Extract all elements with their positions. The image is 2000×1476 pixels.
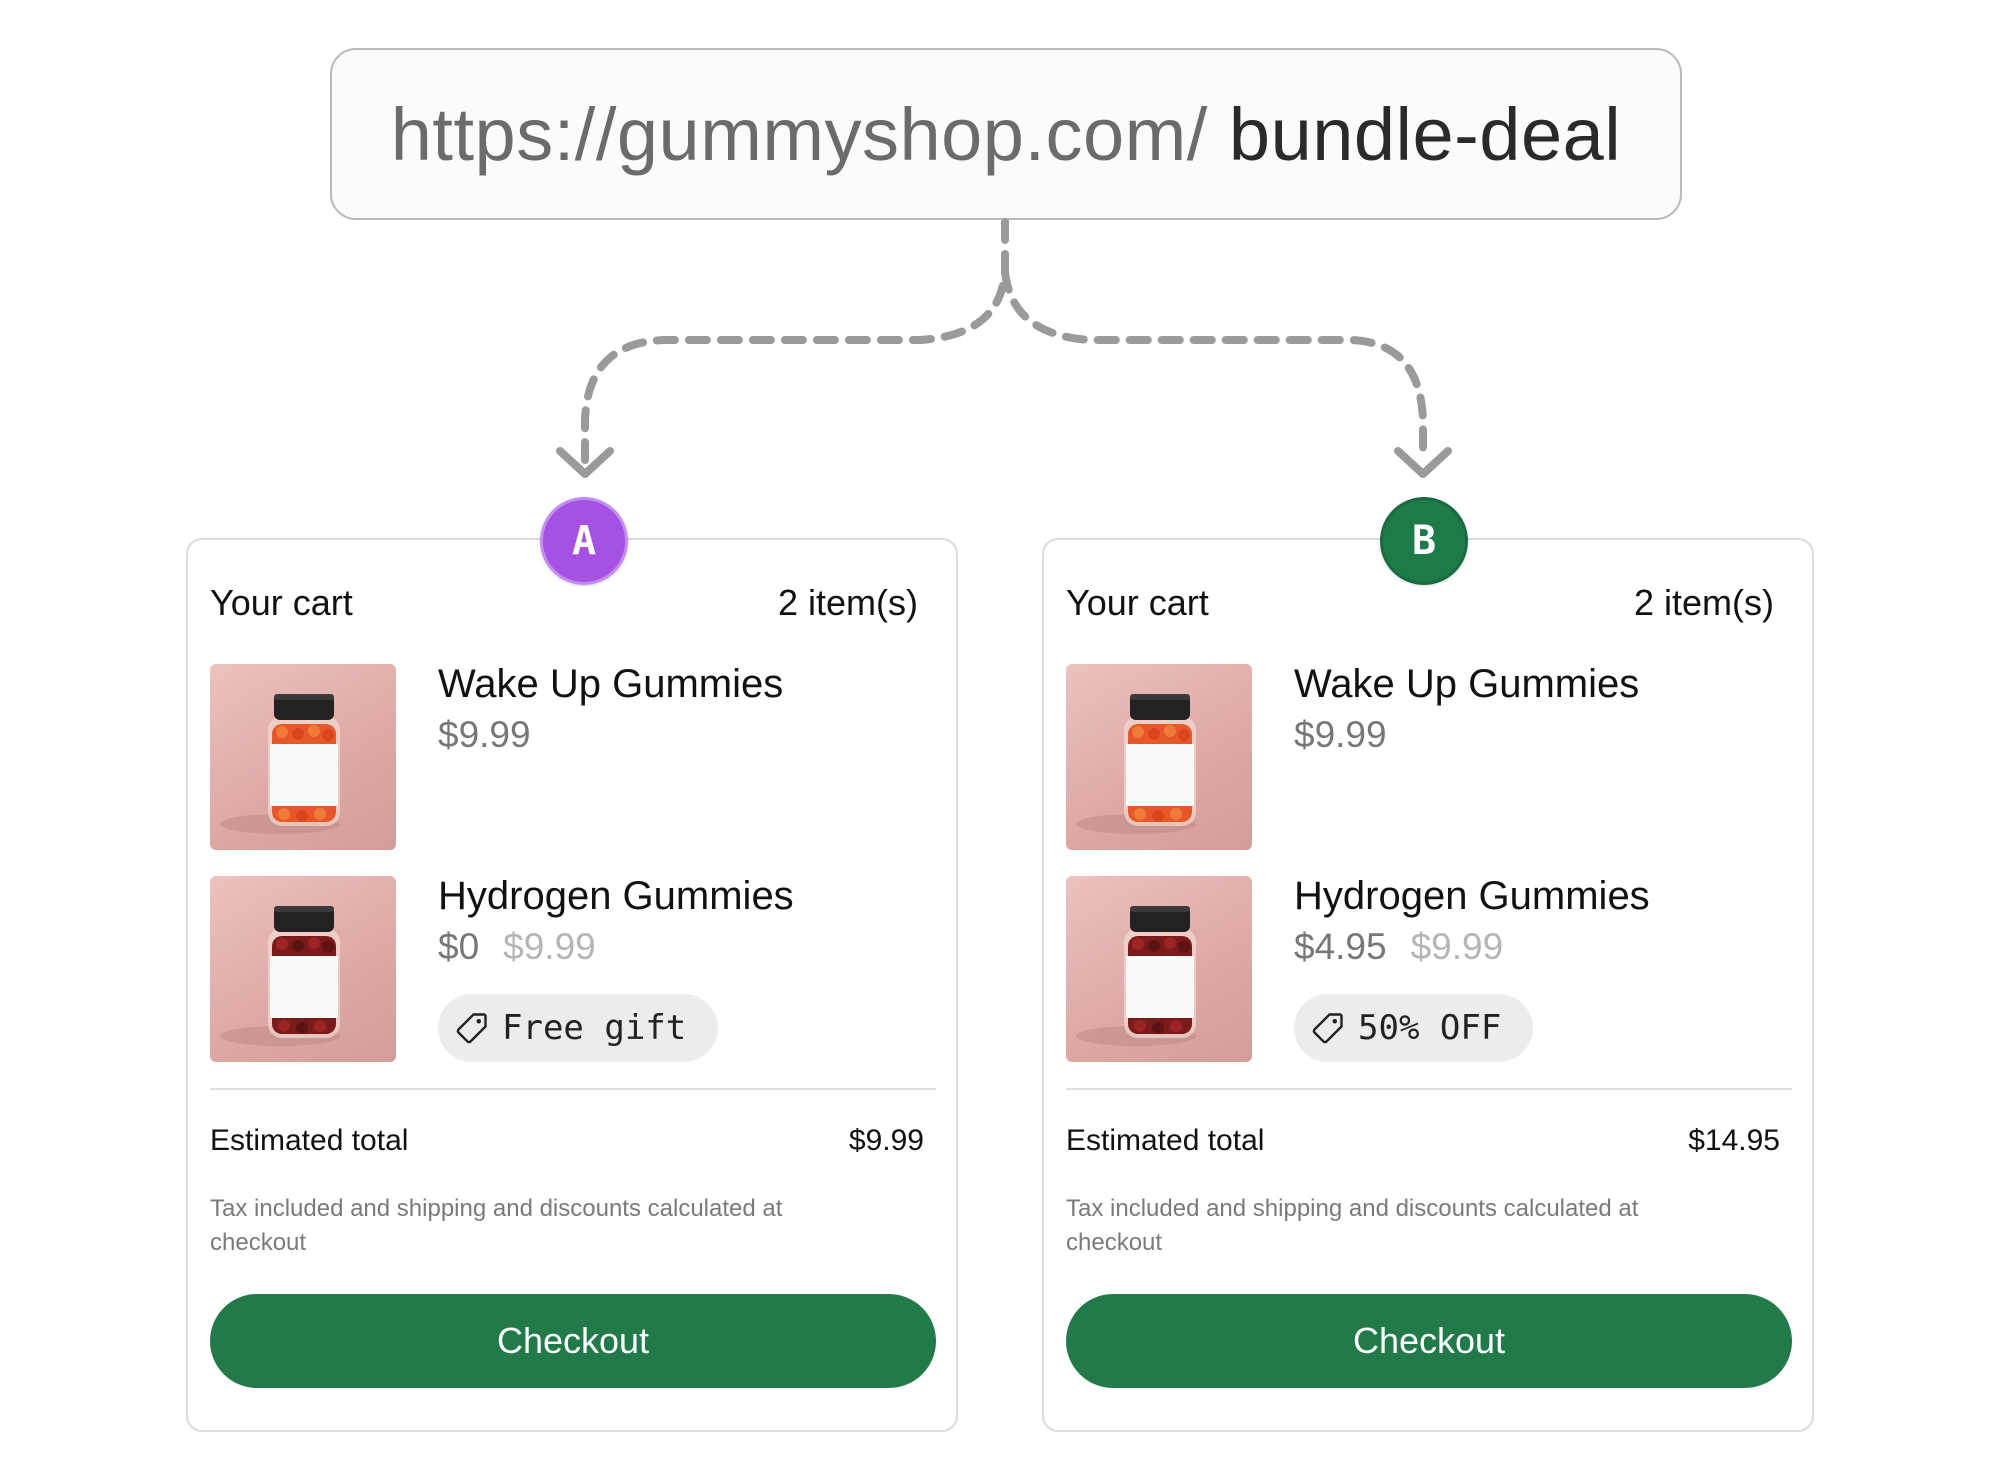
- item-price: $9.99: [1294, 714, 1387, 755]
- item-original-price: $9.99: [1410, 926, 1504, 967]
- price-tag-icon: [1312, 1013, 1343, 1044]
- item-price-row: $0 $9.99: [438, 926, 596, 968]
- divider: [210, 1088, 936, 1090]
- cart-item-hydrogen-gummies: Hydrogen Gummies $0 $9.99 Free gift: [210, 874, 930, 1062]
- cart-item-count: 2 item(s): [1633, 582, 1774, 623]
- divider: [1066, 1088, 1792, 1090]
- item-name: Hydrogen Gummies: [438, 874, 794, 918]
- item-name: Wake Up Gummies: [438, 662, 784, 706]
- arrowhead-b: [1394, 447, 1452, 478]
- checkout-button[interactable]: Checkout: [210, 1294, 936, 1388]
- item-original-price: $9.99: [503, 926, 596, 967]
- item-price: $0: [438, 926, 480, 967]
- url-bar: https://gummyshop.com/ bundle-deal: [330, 48, 1682, 220]
- arrowhead-a: [556, 447, 614, 478]
- tax-note: Tax included and shipping and discounts …: [210, 1195, 783, 1256]
- cart-item-wake-up-gummies: Wake Up Gummies $9.99: [210, 662, 930, 850]
- cart-title: Your cart: [210, 582, 353, 623]
- cart-item-count: 2 item(s): [777, 582, 918, 623]
- connector-to-a: [581, 218, 1009, 464]
- item-price: $9.99: [438, 714, 531, 755]
- item-price: $4.95: [1294, 926, 1387, 967]
- cart-card-variant-a: Your cart 2 item(s) Wake Up Gummies $9.9…: [186, 538, 958, 1432]
- estimated-total-value: $9.99: [848, 1124, 924, 1157]
- cart-item-hydrogen-gummies: Hydrogen Gummies $4.95 $9.99 50% OFF: [1066, 874, 1786, 1062]
- cart-item-wake-up-gummies: Wake Up Gummies $9.99: [1066, 662, 1786, 850]
- cart-card-variant-b: Your cart 2 item(s) Wake Up Gummies $9.9…: [1042, 538, 1814, 1432]
- item-price-row: $9.99: [1294, 714, 1387, 756]
- price-tag-icon: [456, 1013, 487, 1044]
- variant-a-badge: A: [540, 497, 628, 585]
- checkout-button[interactable]: Checkout: [1066, 1294, 1792, 1388]
- tax-note: Tax included and shipping and discounts …: [1066, 1195, 1639, 1256]
- estimated-total-label: Estimated total: [210, 1124, 409, 1157]
- item-name: Wake Up Gummies: [1294, 662, 1640, 706]
- item-price-row: $4.95 $9.99: [1294, 926, 1503, 968]
- tag-label: 50% OFF: [1358, 1008, 1502, 1048]
- connector-to-b: [1001, 268, 1427, 464]
- url-base: https://gummyshop.com/: [390, 92, 1208, 176]
- orange-gummy-jar-photo: [210, 664, 396, 850]
- estimated-total-label: Estimated total: [1066, 1124, 1265, 1157]
- discount-tag: 50% OFF: [1294, 994, 1534, 1062]
- free-gift-tag: Free gift: [438, 994, 719, 1062]
- variant-b-badge: B: [1380, 497, 1468, 585]
- url-path: bundle-deal: [1207, 92, 1622, 176]
- item-price-row: $9.99: [438, 714, 531, 756]
- orange-gummy-jar-photo: [1066, 664, 1252, 850]
- tag-label: Free gift: [502, 1008, 687, 1048]
- estimated-total-value: $14.95: [1688, 1124, 1780, 1157]
- red-gummy-jar-photo: [1066, 876, 1252, 1062]
- cart-title: Your cart: [1066, 582, 1209, 623]
- item-name: Hydrogen Gummies: [1294, 874, 1650, 918]
- red-gummy-jar-photo: [210, 876, 396, 1062]
